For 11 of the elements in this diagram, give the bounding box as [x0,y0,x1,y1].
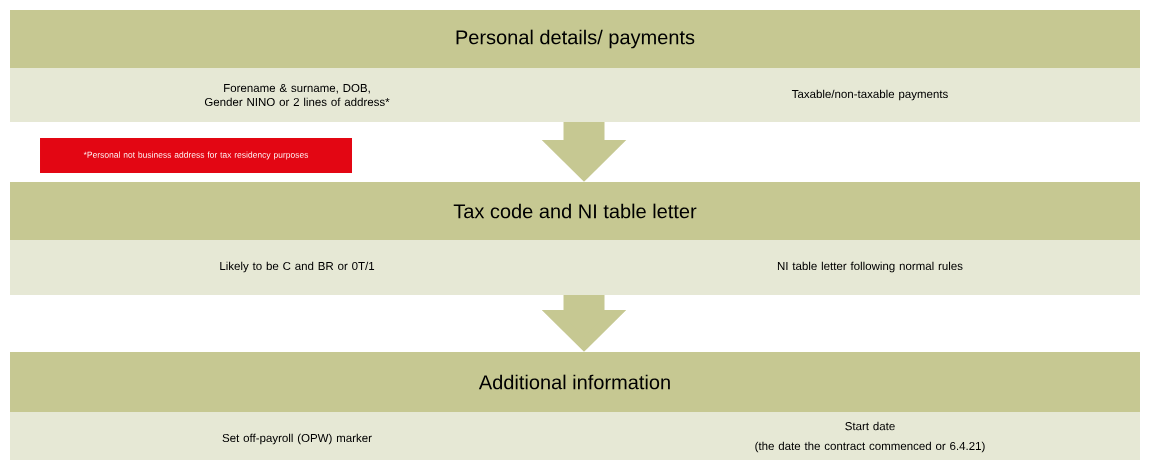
header-band: Personal details/ payments [10,10,1140,68]
header-band: Additional information [10,352,1140,412]
body-text: Set off-payroll (OPW) marker [222,433,372,445]
body-text: Taxable/non-taxable payments [791,89,948,101]
body-text: Start date [845,421,895,431]
note-box: *Personal not business address for tax residency purposes [40,138,352,173]
body-text: NI table letter following normal rules [777,261,963,273]
body-text: Likely to be C and BR or 0T/1 [220,261,375,273]
body-text: Forename & surname, DOB, Gender NINO or 2 lines of address* [204,83,390,107]
body-text: (the date the contract commenced or 6.4.21) [755,441,985,453]
header-band: Tax code and NI table letter [10,182,1140,240]
